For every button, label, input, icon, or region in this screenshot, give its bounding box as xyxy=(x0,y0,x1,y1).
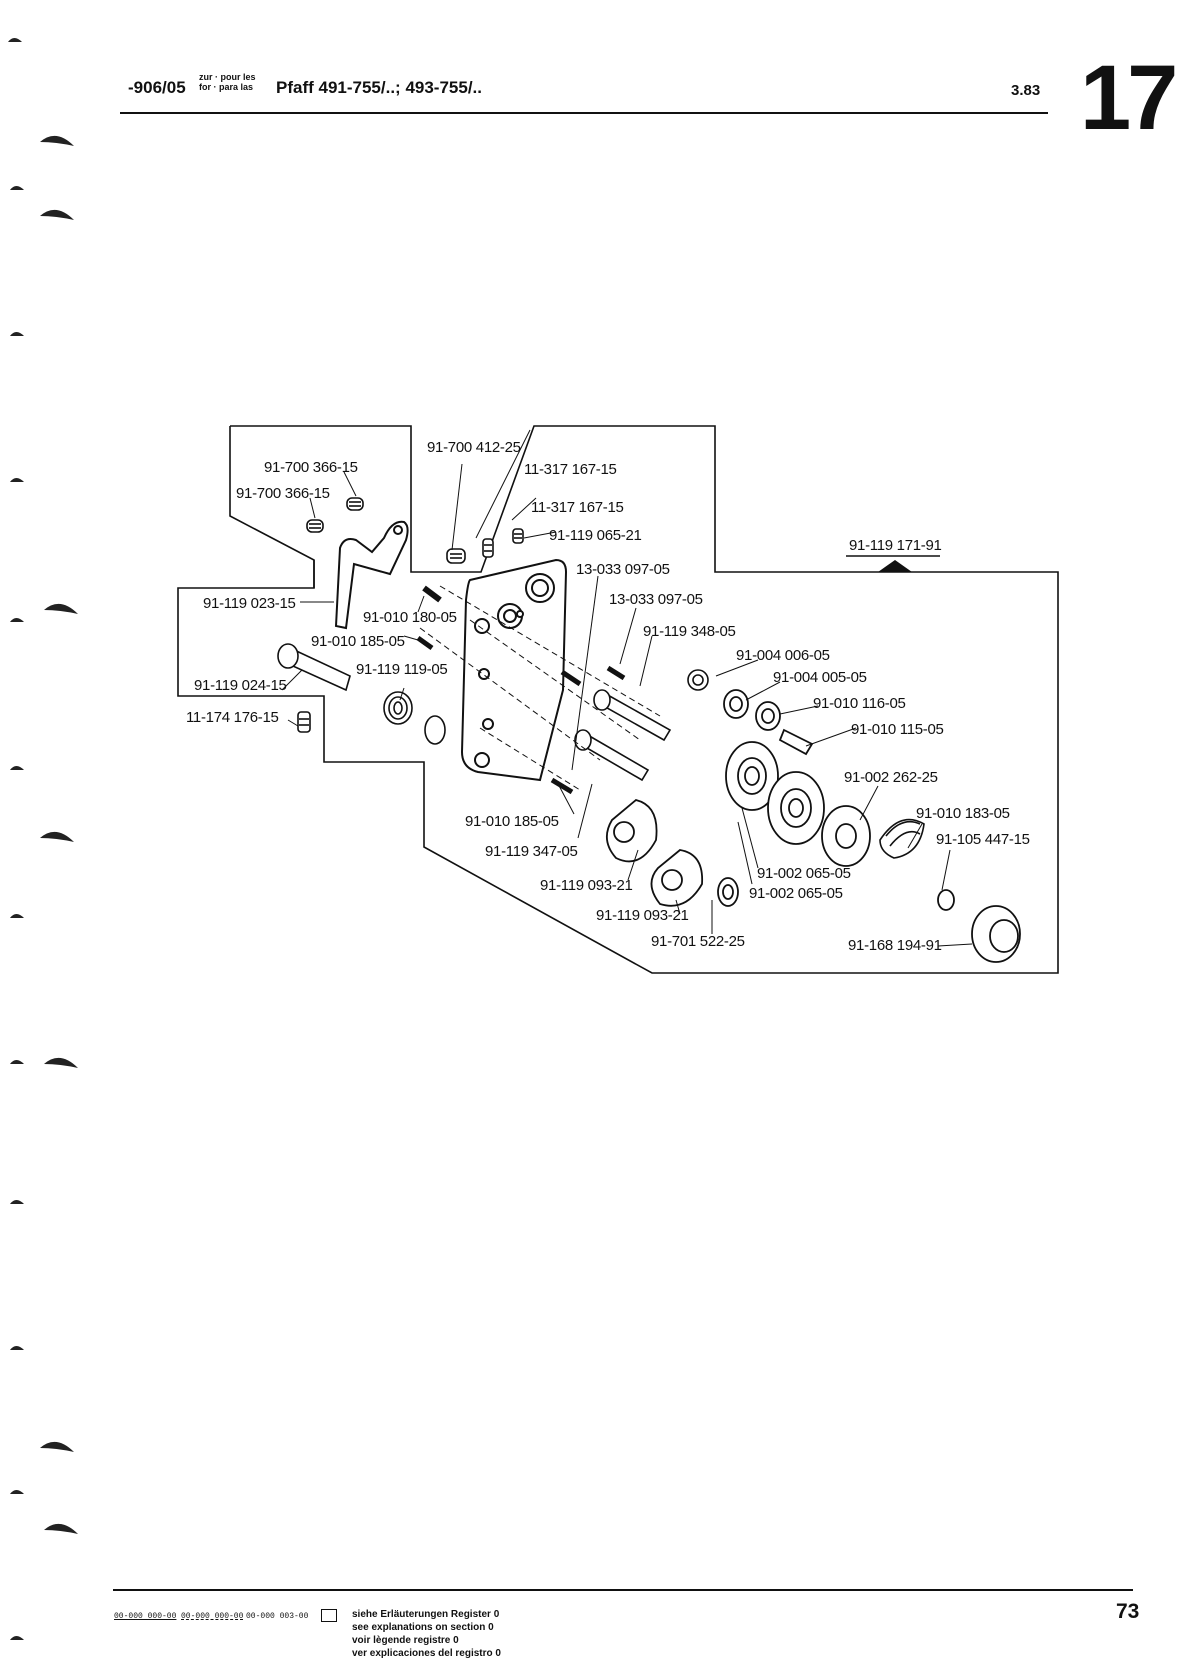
part-label: 91-119 093-21 xyxy=(596,907,689,924)
part-label: 91-119 347-05 xyxy=(485,843,578,860)
part-label: 91-119 023-15 xyxy=(203,595,296,612)
part-label: 11-174 176-15 xyxy=(186,709,279,726)
part-label: 91-119 093-21 xyxy=(540,877,633,894)
issue-date: 3.83 xyxy=(1011,82,1041,99)
part-label: 91-119 171-91 xyxy=(849,537,942,554)
bolts xyxy=(277,585,672,795)
assembly-axes xyxy=(419,585,661,791)
part-label: 91-119 119-05 xyxy=(356,661,447,678)
part-label: 91-119 065-21 xyxy=(549,527,642,544)
header-rule xyxy=(120,112,1048,114)
part-label: 91-119 024-15 xyxy=(194,677,287,694)
part-label: 91-002 262-25 xyxy=(844,769,938,786)
part-label: 91-700 366-15 xyxy=(236,485,330,502)
footer-code-plain: 00-000 003-00 xyxy=(246,1612,309,1621)
footer-line-en: see explanations on section 0 xyxy=(352,1622,494,1633)
part-label: 13-033 097-05 xyxy=(576,561,670,578)
part-label: 91-010 116-05 xyxy=(813,695,906,712)
footer-explanations: siehe Erläuterungen Register 0 see expla… xyxy=(352,1608,501,1660)
part-label: 91-002 065-05 xyxy=(749,885,843,902)
part-label: 91-010 115-05 xyxy=(851,721,944,738)
part-label: 91-010 183-05 xyxy=(916,805,1010,822)
marker-triangle xyxy=(846,555,940,572)
part-label: 91-701 522-25 xyxy=(651,933,745,950)
header-zur: zur · pour les xyxy=(199,72,256,82)
part-label: 91-004 005-05 xyxy=(773,669,867,686)
catalog-code: -906/05 xyxy=(128,78,186,97)
screws xyxy=(297,497,524,733)
binder-mark-glyphs xyxy=(8,38,78,1640)
footer-rule xyxy=(113,1589,1133,1591)
part-label: 91-010 185-05 xyxy=(465,813,559,830)
part-label: 91-700 366-15 xyxy=(264,459,358,476)
base-plate xyxy=(460,558,568,782)
machine-model: Pfaff 491-755/..; 493-755/.. xyxy=(276,78,483,97)
parts-diagram: 91-700 412-25 11-317 167-15 11-317 167-1… xyxy=(177,425,1059,974)
footer-line-fr: voir lègende registre 0 xyxy=(352,1635,459,1646)
part-label: 91-010 180-05 xyxy=(363,609,457,626)
header-language-prefix: zur · pour les for · para las xyxy=(199,72,256,92)
part-label: 91-002 065-05 xyxy=(757,865,851,882)
part-labels: 91-700 412-25 11-317 167-15 11-317 167-1… xyxy=(186,439,1030,954)
page-number: 73 xyxy=(1116,1600,1140,1623)
part-label: 13-033 097-05 xyxy=(609,591,703,608)
part-label: 91-700 412-25 xyxy=(427,439,521,456)
springs xyxy=(383,669,925,859)
footer-line-de: siehe Erläuterungen Register 0 xyxy=(352,1609,500,1620)
footer-line-es: ver explicaciones del registro 0 xyxy=(352,1648,501,1659)
section-number: 17 xyxy=(1080,47,1178,149)
part-label: 11-317 167-15 xyxy=(524,461,617,478)
header-for: for · para las xyxy=(199,82,254,92)
part-label: 91-010 185-05 xyxy=(311,633,405,650)
part-label: 91-004 006-05 xyxy=(736,647,830,664)
footer-code-dashed: 00-000 000-00 xyxy=(181,1612,244,1621)
part-label: 91-105 447-15 xyxy=(936,831,1030,848)
discs xyxy=(606,689,1021,963)
part-label: 91-168 194-91 xyxy=(848,937,942,954)
part-label: 11-317 167-15 xyxy=(531,499,624,516)
footer-code-underlined: 00-000 000-00 xyxy=(114,1612,177,1621)
part-label: 91-119 348-05 xyxy=(643,623,736,640)
footer-box-symbol xyxy=(321,1609,337,1622)
leader-lines xyxy=(281,429,973,947)
lever-bracket xyxy=(334,520,409,630)
